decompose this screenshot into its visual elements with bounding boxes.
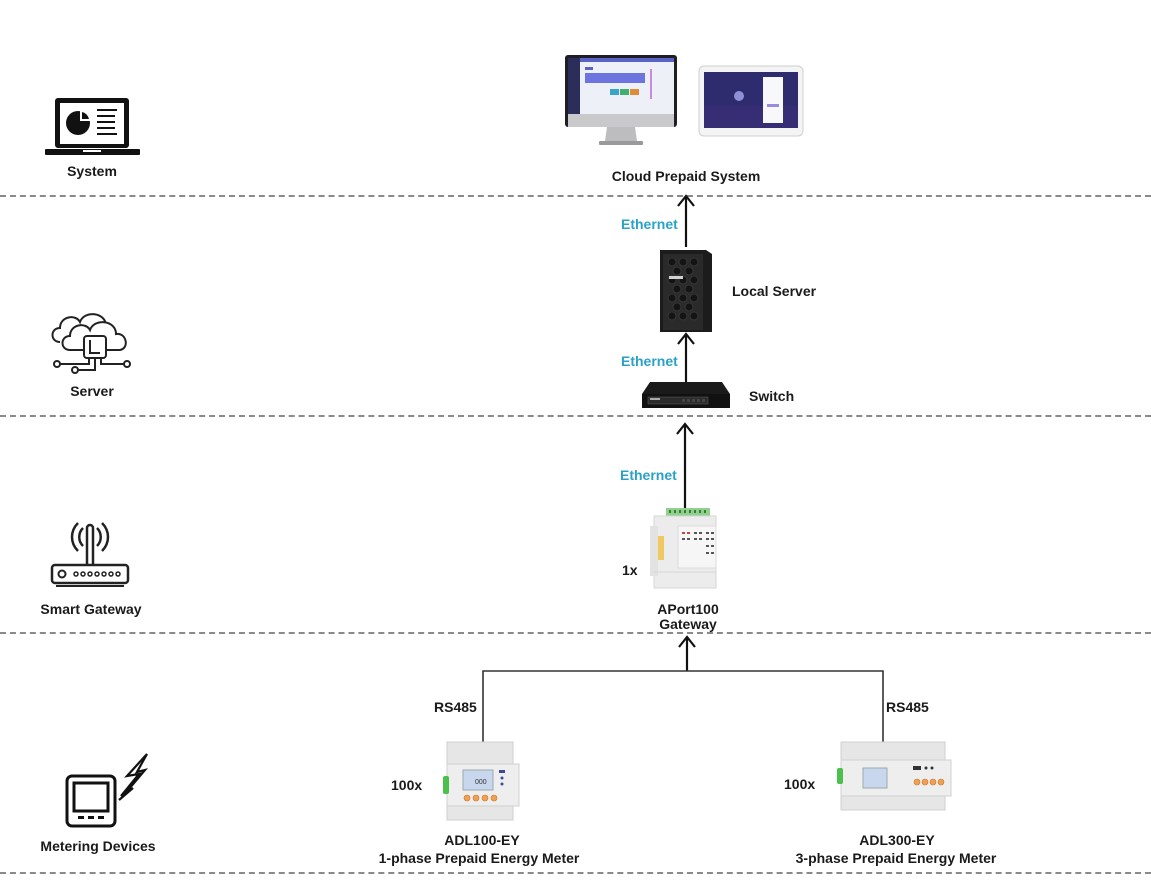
arrow-server-to-cloud (677, 194, 695, 247)
adl300-meter-image (837, 741, 952, 811)
layer-divider-server-gateway (0, 415, 1151, 417)
meter1-count: 100x (391, 777, 423, 793)
svg-text:000: 000 (475, 779, 487, 786)
arrow-switch-to-server (677, 332, 695, 383)
gateway-count: 1x (622, 562, 638, 578)
node-label-meter1-desc: 1-phase Prepaid Energy Meter (378, 850, 580, 866)
layer-label-metering-devices: Metering Devices (40, 838, 156, 854)
node-label-meter1-name: ADL100-EY (444, 832, 520, 848)
layer-divider-gateway-metering (0, 632, 1151, 634)
arrow-meters-to-gateway (482, 635, 884, 744)
node-label-cloud-prepaid-system: Cloud Prepaid System (611, 168, 761, 184)
arrow-gateway-to-switch (676, 422, 694, 510)
meter3-count: 100x (784, 776, 816, 792)
link-label-meter3-rs485: RS485 (886, 699, 929, 715)
layer-label-smart-gateway: Smart Gateway (40, 601, 142, 617)
meter-lightning-icon (65, 753, 149, 828)
desktop-monitor-image (565, 55, 677, 145)
link-label-gateway-to-switch: Ethernet (620, 467, 677, 483)
adl100-meter-image: 000 (443, 741, 520, 821)
node-label-switch: Switch (749, 388, 795, 404)
layer-divider-bottom (0, 872, 1151, 874)
layer-label-system: System (67, 163, 117, 179)
tower-server-image (660, 250, 712, 332)
laptop-chart-icon (45, 98, 140, 155)
layer-label-server: Server (70, 383, 114, 399)
link-label-switch-to-server: Ethernet (621, 353, 678, 369)
aport100-gateway-image (650, 508, 717, 589)
node-label-meter3-desc: 3-phase Prepaid Energy Meter (795, 850, 997, 866)
node-label-gateway-type: Gateway (659, 616, 717, 632)
layer-divider-system-server (0, 195, 1151, 197)
node-label-local-server: Local Server (732, 283, 817, 299)
link-label-meter1-rs485: RS485 (434, 699, 477, 715)
tablet-image (698, 65, 804, 137)
node-label-gateway-name: APort100 (657, 601, 719, 617)
cloud-server-icon (51, 313, 131, 374)
network-switch-image (642, 382, 730, 408)
link-label-server-to-cloud: Ethernet (621, 216, 678, 232)
node-label-meter3-name: ADL300-EY (859, 832, 935, 848)
router-icon (50, 522, 130, 587)
